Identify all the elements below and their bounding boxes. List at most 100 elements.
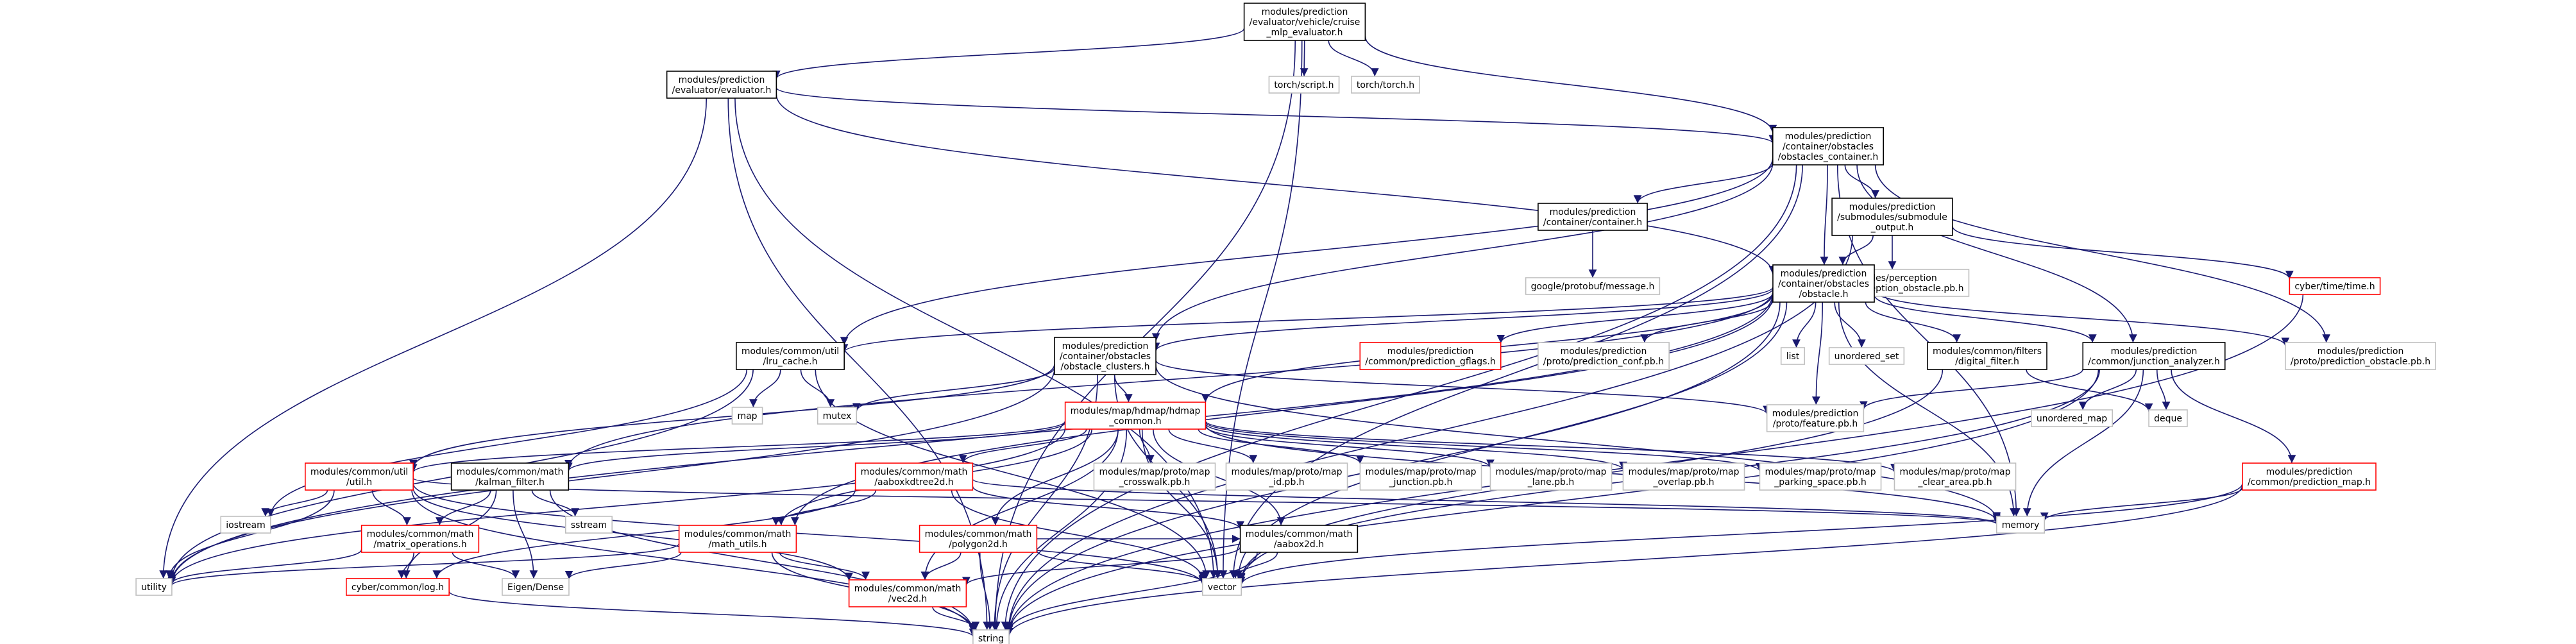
node-math-utils[interactable]: modules/common/math/math_utils.h <box>678 525 797 553</box>
node-mutex[interactable]: mutex <box>817 407 858 425</box>
node-root: modules/prediction/evaluator/vehicle/cru… <box>1243 3 1366 41</box>
node-label: /proto/prediction_obstacle.pb.h <box>2291 357 2430 367</box>
node-box <box>2082 342 2226 370</box>
node-list[interactable]: list <box>1780 347 1806 365</box>
node-vector[interactable]: vector <box>1201 578 1242 596</box>
node-box <box>2242 462 2377 491</box>
node-label: /evaluator/vehicle/cruise <box>1250 17 1360 28</box>
node-box <box>848 579 967 607</box>
node-box <box>220 516 271 534</box>
edge-aaboxkdtree2d-to-memory <box>972 479 2001 525</box>
node-memory[interactable]: memory <box>1996 516 2046 534</box>
node-box <box>1759 462 1882 491</box>
node-sstream[interactable]: sstream <box>565 516 613 534</box>
node-label: string <box>978 634 1004 644</box>
node-overlap-pb[interactable]: modules/map/proto/map_overlap.pb.h <box>1622 462 1745 491</box>
edge-obstacle-to-prediction_gflags <box>1496 292 1774 344</box>
node-deque[interactable]: deque <box>2148 409 2188 427</box>
node-prediction-gflags[interactable]: modules/prediction/common/prediction_gfl… <box>1359 342 1502 370</box>
node-string[interactable]: string <box>972 629 1010 644</box>
edge-hdmap_common-to-kalman_filter <box>564 422 1066 471</box>
edge-kalman_filter-to-matrix_operations <box>435 489 491 526</box>
node-obstacle[interactable]: modules/prediction/container/obstacles/o… <box>1772 264 1875 303</box>
node-polygon2d[interactable]: modules/common/math/polygon2d.h <box>919 525 1038 553</box>
node-label: /polygon2d.h <box>949 539 1008 550</box>
node-label: modules/common/util <box>310 467 408 477</box>
node-protobuf-message[interactable]: google/protobuf/message.h <box>1525 277 1661 295</box>
node-feature-pb[interactable]: modules/prediction/proto/feature.pb.h <box>1766 404 1865 432</box>
node-eigen-dense[interactable]: Eigen/Dense <box>502 578 570 596</box>
edge-aaboxkdtree2d-to-cyber_log <box>432 489 856 579</box>
node-util-h[interactable]: modules/common/util/util.h <box>305 462 414 491</box>
node-torch-torch[interactable]: torch/torch.h <box>1351 76 1420 94</box>
node-submodule-output[interactable]: modules/prediction/submodules/submodule_… <box>1831 198 1953 236</box>
node-kalman-filter[interactable]: modules/common/math/kalman_filter.h <box>450 462 570 491</box>
node-torch-script[interactable]: torch/script.h <box>1268 76 1340 94</box>
node-unordered-set[interactable]: unordered_set <box>1828 347 1905 365</box>
node-box <box>346 578 450 596</box>
edge-kalman_filter-to-sstream <box>531 489 580 517</box>
node-label: modules/prediction <box>1062 341 1149 352</box>
node-box <box>666 71 777 99</box>
node-digital-filter[interactable]: modules/common/filters/digital_filter.h <box>1927 342 2047 370</box>
edge-obstacle-to-junction_analyzer <box>1874 294 2097 343</box>
node-obstacle-clusters[interactable]: modules/prediction/container/obstacles/o… <box>1054 337 1157 375</box>
edge-math_utils-to-utility <box>167 543 680 586</box>
node-aabox2d[interactable]: modules/common/math/aabox2d.h <box>1239 525 1359 553</box>
node-label: modules/prediction <box>1785 131 1872 142</box>
node-label: modules/map/hdmap/hdmap <box>1071 406 1201 416</box>
node-evaluator[interactable]: modules/prediction/evaluator/evaluator.h <box>666 71 777 99</box>
node-hdmap-common[interactable]: modules/map/hdmap/hdmap_common.h <box>1064 402 1207 430</box>
node-unordered-map[interactable]: unordered_map <box>2031 409 2113 427</box>
node-matrix-operations[interactable]: modules/common/math/matrix_operations.h <box>360 525 480 553</box>
node-label: modules/map/proto/map <box>1628 467 1739 477</box>
node-obstacles-container[interactable]: modules/prediction/container/obstacles/o… <box>1772 127 1885 165</box>
edge-obstacle-to-obstacle_clusters <box>1151 288 1774 352</box>
node-label: modules/common/util <box>741 346 839 357</box>
node-clear-area-pb[interactable]: modules/map/proto/map_clear_area.pb.h <box>1894 462 2017 491</box>
node-box <box>2031 409 2113 427</box>
node-label: _output.h <box>1870 223 1914 233</box>
node-cyber-time[interactable]: cyber/time/time.h <box>2289 277 2381 295</box>
edge-obstacle_clusters-to-utility <box>167 368 1055 583</box>
node-box <box>1828 347 1905 365</box>
node-prediction-map[interactable]: modules/prediction/common/prediction_map… <box>2242 462 2377 491</box>
node-crosswalk-pb[interactable]: modules/map/proto/map_crosswalk.pb.h <box>1093 462 1216 491</box>
node-aaboxkdtree2d[interactable]: modules/common/math/aaboxkdtree2d.h <box>854 462 974 491</box>
edge-hdmap_common-to-vec2d <box>920 428 1119 580</box>
node-map[interactable]: map <box>731 407 763 425</box>
edge-aaboxkdtree2d-to-vector <box>951 489 1207 580</box>
node-label: /common/prediction_gflags.h <box>1365 357 1495 367</box>
node-label: modules/common/math <box>457 467 564 477</box>
node-map-id-pb[interactable]: modules/map/proto/map_id.pb.h <box>1225 462 1348 491</box>
node-junction-pb[interactable]: modules/map/proto/map_junction.pb.h <box>1359 462 1482 491</box>
node-label: deque <box>2154 414 2182 424</box>
edge-obstacle-to-digital_filter <box>1865 301 1961 343</box>
edge-obstacle-to-unordered_set <box>1834 301 1866 348</box>
node-label: modules/prediction <box>1387 346 1474 357</box>
node-label: unordered_map <box>2037 414 2107 424</box>
node-label: /common/junction_analyzer.h <box>2088 357 2220 367</box>
node-label: unordered_set <box>1835 352 1899 362</box>
node-vec2d[interactable]: modules/common/math/vec2d.h <box>848 579 967 607</box>
edge-prediction_map-to-string <box>1004 484 2243 636</box>
node-cyber-log[interactable]: cyber/common/log.h <box>346 578 450 596</box>
edge-polygon2d-to-string <box>979 552 994 631</box>
node-label: /kalman_filter.h <box>475 477 545 487</box>
node-junction-analyzer[interactable]: modules/prediction/common/junction_analy… <box>2082 342 2226 370</box>
node-container[interactable]: modules/prediction/container/container.h <box>1538 203 1648 231</box>
node-box <box>1054 337 1157 375</box>
node-box <box>1538 203 1648 231</box>
node-prediction-obstacle-pb[interactable]: modules/prediction/proto/prediction_obst… <box>2285 342 2436 370</box>
node-lane-pb[interactable]: modules/map/proto/map_lane.pb.h <box>1489 462 1613 491</box>
node-parking-space-pb[interactable]: modules/map/proto/map_parking_space.pb.h <box>1759 462 1882 491</box>
node-iostream[interactable]: iostream <box>220 516 271 534</box>
node-utility[interactable]: utility <box>135 578 173 596</box>
edge-obstacle_clusters-to-feature_pb <box>1155 360 1771 414</box>
edge-hdmap_common-to-map_id_pb <box>1168 428 1258 464</box>
node-label: modules/prediction <box>1781 269 1867 279</box>
node-lru-cache[interactable]: modules/common/util/lru_cache.h <box>736 342 845 370</box>
node-box <box>1766 404 1865 432</box>
node-prediction-conf-pb[interactable]: modules/prediction/proto/prediction_conf… <box>1538 342 1670 370</box>
node-label: /container/obstacles <box>1783 142 1874 152</box>
